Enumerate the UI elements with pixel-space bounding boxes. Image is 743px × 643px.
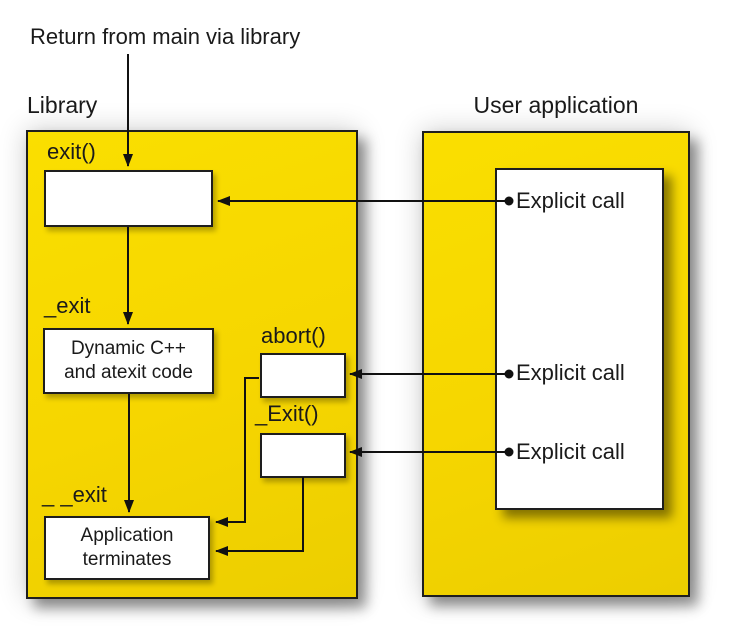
abort-label: abort() (261, 323, 326, 348)
explicit-call-item-3: Explicit call (516, 439, 625, 464)
exit-function-box (44, 170, 213, 227)
dynamic-cpp-atexit-text: Dynamic C++ and atexit code (45, 330, 212, 392)
underscore-exit-label: _exit (44, 293, 91, 318)
library-panel-title: Library (27, 92, 98, 118)
user-code-box (495, 168, 664, 510)
terminate-box-line1: Application (80, 525, 174, 547)
capital-exit-label: _Exit() (255, 401, 319, 426)
dynamic-box-line1: Dynamic C++ (70, 338, 187, 360)
exit-label: exit() (47, 139, 96, 164)
user-application-panel-title: User application (473, 92, 639, 118)
capital-exit-function-box (260, 433, 346, 478)
dynamic-box-line2: and atexit code (64, 362, 193, 383)
dynamic-cpp-atexit-box: Dynamic C++ and atexit code (43, 328, 214, 394)
explicit-call-item-2: Explicit call (516, 360, 625, 385)
return-from-main-label: Return from main via library (30, 24, 301, 49)
explicit-call-item-1: Explicit call (516, 188, 625, 213)
double-underscore-exit-label: _ _exit (42, 482, 107, 507)
application-terminates-box: Application terminates (44, 516, 210, 580)
terminate-box-line2: terminates (82, 549, 172, 570)
abort-function-box (260, 353, 346, 398)
application-terminates-text: Application terminates (46, 518, 208, 578)
